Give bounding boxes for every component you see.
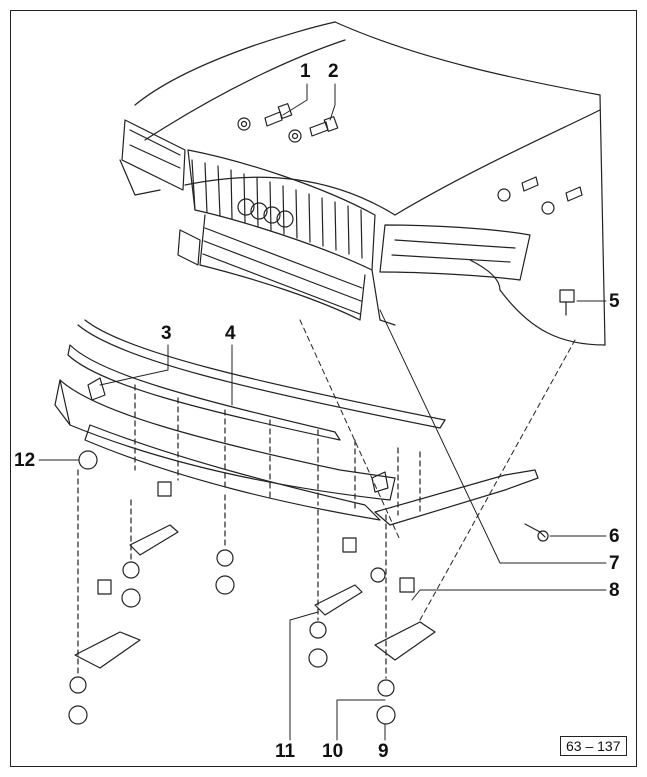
callout-3: 3 [161,323,172,344]
brand-rings-logo [237,198,294,228]
leader-lines [38,83,607,741]
callout-7: 7 [609,553,620,574]
car-body [119,21,606,346]
callout-1: 1 [300,61,311,82]
callout-10: 10 [322,741,344,762]
callout-8: 8 [609,580,620,601]
diagram-frame [10,10,637,767]
lower-mounting-hardware [68,450,549,725]
callout-9: 9 [378,741,389,762]
callout-2: 2 [328,61,339,82]
callout-4: 4 [225,323,236,344]
figure-reference-number: 63 – 137 [560,736,627,756]
callout-6: 6 [609,526,620,547]
bolt-group-top [237,103,583,316]
callout-11: 11 [275,741,296,762]
callout-12: 12 [14,450,36,471]
bumper-assembly [54,319,539,526]
callout-5: 5 [609,291,620,312]
